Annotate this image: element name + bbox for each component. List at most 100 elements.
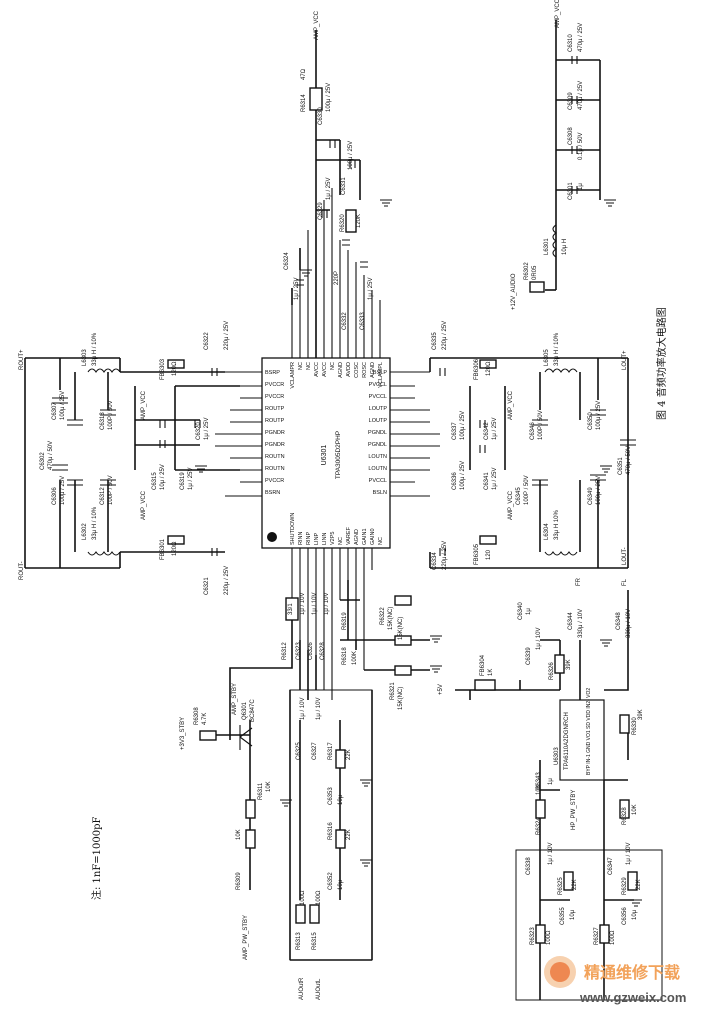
label-c6334: C6334: [432, 552, 438, 570]
value-fb6301: 120Ω: [172, 541, 178, 556]
label-r6318: R6318: [342, 647, 348, 665]
value-r6328: 10K: [632, 804, 638, 815]
label-c6353: C6353: [328, 787, 334, 805]
ic-u6303: [559, 699, 605, 781]
value-c6346: 100P / 50V: [538, 410, 544, 440]
value-c6345: 100P / 50V: [524, 475, 530, 505]
label-c6301: C6301: [568, 182, 574, 200]
label-c6325: C6325: [296, 742, 302, 760]
label-c6320: C6320: [196, 422, 202, 440]
ic-pin-left: LINP: [314, 532, 320, 545]
net-audout-r: AUOutR: [299, 977, 305, 1000]
ic-pin-right: AGND: [370, 362, 376, 378]
value-fb6304: 1K: [488, 669, 494, 676]
resistor-r6320: [345, 209, 357, 233]
net-v5: +5V: [438, 684, 444, 695]
label-c6348: C6348: [616, 612, 622, 630]
value-c6301: 1μ: [578, 183, 584, 190]
ic-ref: U6301: [321, 445, 328, 466]
label-c6335: C6335: [432, 332, 438, 350]
watermark-cn: 精通维修下载: [584, 963, 680, 982]
label-fb6305: FB6305: [474, 543, 480, 565]
ic-pin-top: ROUTP: [265, 418, 285, 424]
resistor-r6317: [335, 749, 346, 769]
ic-pin-bottom: BSLP: [373, 370, 387, 376]
inductor-l6305: [544, 368, 578, 373]
label-c6307: C6307: [52, 402, 58, 420]
label-fb6304: FB6304: [480, 654, 486, 676]
label-c6330: C6330: [318, 107, 324, 125]
label-c6336: C6336: [452, 472, 458, 490]
value-u6303: TPA6110A2DGNRCH: [564, 712, 570, 770]
resistor-r6321: [394, 665, 412, 676]
net-hp-pw-stby: HP_PW_STBY: [571, 790, 577, 830]
ic-pin-bottom: PGNDL: [368, 442, 387, 448]
label-c6302: C6302: [40, 452, 46, 470]
value-r6322: 15K(NC): [388, 607, 394, 630]
value-c6334: 220μ / 25V: [442, 541, 448, 570]
hp-output-box: [515, 849, 663, 1001]
label-r6327: R6327: [594, 927, 600, 945]
label-c6312: C6312: [100, 487, 106, 505]
value-r6308: 4.7K: [202, 713, 208, 725]
value-l6305: 33μ H / 10%: [554, 332, 560, 366]
label-l6301: L6301: [544, 238, 550, 255]
net-rout-p: ROUT+: [19, 349, 25, 370]
resistor-r6330: [619, 714, 630, 734]
label-c6308: C6308: [568, 127, 574, 145]
value-c6348: 330μ / 10V: [626, 609, 632, 638]
label-fb6303: FB6303: [160, 358, 166, 380]
label-c6345: C6345: [516, 487, 522, 505]
ic-pin-right: AVDD: [346, 362, 352, 377]
ic-pin-top: ROUTN: [265, 466, 285, 472]
label-c6344: C6344: [568, 612, 574, 630]
value-r6324: 10K: [536, 784, 542, 795]
value-r6314: 47Ω: [301, 68, 307, 80]
caps-top: [296, 140, 368, 286]
net-amp-vcc-l2: AMP_VCC: [141, 490, 147, 520]
label-r6330: R6330: [632, 717, 638, 735]
label-r6323: R6323: [530, 927, 536, 945]
ferrite-fb6305: [479, 535, 497, 545]
value-c6342: 1μ / 25V: [492, 418, 498, 440]
value-r6326: 39K: [566, 659, 572, 670]
net-amp-vcc-top: AMP_VCC: [314, 10, 320, 40]
label-c6309: C6309: [568, 92, 574, 110]
u6303-pins: BYP IN-1 GND VO1 SD VDD IN2- VO2: [586, 688, 592, 775]
label-c6322: C6322: [204, 332, 210, 350]
caps-rout: [52, 368, 218, 556]
label-c6351: C6351: [618, 457, 624, 475]
ic-pin-left: V2P5: [330, 532, 336, 545]
ferrite-fb6303: [167, 359, 185, 369]
label-r6315: R6315: [312, 932, 318, 950]
label-r6320: R6320: [340, 214, 346, 232]
net-fr: FR: [576, 577, 582, 586]
label-r6309: R6309: [236, 872, 242, 890]
net-fl: FL: [622, 578, 628, 586]
value-c6333: 1μ / 25V: [368, 278, 374, 300]
labels: AMP_VCC AMP_VCC ROUT+ ROUT- LOUT+ LOUT- …: [19, 0, 644, 1000]
value-c6349: 100μ / 25V: [596, 476, 602, 505]
label-r6319: R6319: [342, 612, 348, 630]
ic-pin-left: SHUTDOWN: [290, 513, 296, 545]
label-c6341: C6341: [484, 472, 490, 490]
label-fb6301: FB6301: [160, 538, 166, 560]
value-r6317: 22K: [346, 749, 352, 760]
value-c6321: 220μ / 25V: [224, 566, 230, 595]
value-c6319: 1μ / 25V: [188, 468, 194, 490]
value-fb6303: 120Ω: [172, 361, 178, 376]
value-l6301: 10μ H: [562, 239, 568, 255]
value-r6309: 10K: [236, 829, 242, 840]
resistor-r6312: [285, 597, 299, 621]
value-c6331: 100μ / 25V: [348, 141, 354, 170]
label-c6321: C6321: [204, 577, 210, 595]
label-r6312: R6312: [282, 642, 288, 660]
resistor-r6324: [535, 799, 546, 819]
ic-pin-bottom: PVCCL: [369, 478, 387, 484]
note-text: 注: 1nF=1000pF: [90, 816, 103, 900]
value-c6306: 100μ / 25V: [60, 476, 66, 505]
inductor-l6304: [544, 551, 578, 556]
value-l6302: 33μ H / 10%: [92, 506, 98, 540]
value-r6313: 100Ω: [300, 890, 306, 905]
